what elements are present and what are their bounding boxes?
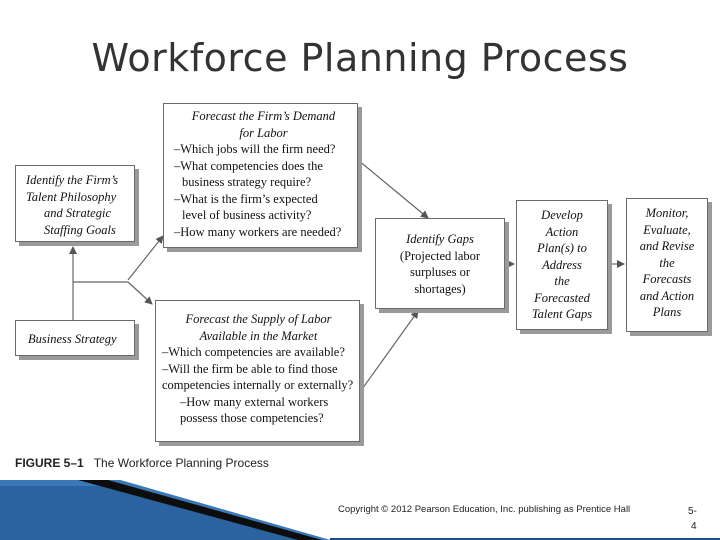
supply-item: possess those competencies? (180, 411, 324, 425)
demand-heading: for Labor (239, 125, 288, 140)
supply-item: –Which competencies are available? (162, 345, 345, 359)
arrow-supply-to-gaps (359, 310, 419, 393)
gaps-item: surpluses or (409, 265, 471, 279)
supply-item: competencies internally or externally? (162, 378, 354, 392)
supply-item: –Will the firm be able to find those (162, 361, 338, 376)
slide-title: Workforce Planning Process (91, 36, 629, 80)
demand-item: –What competencies does the (174, 158, 323, 173)
develop-line: Talent Gaps (531, 307, 593, 321)
identify-gaps-box: Identify Gaps (Projected labor surpluses… (375, 218, 505, 309)
slide-number-top: 5- (688, 506, 697, 517)
demand-item: level of business activity? (182, 208, 312, 222)
demand-item: –What is the firm’s expected (174, 191, 318, 206)
talent-philosophy-box: Identify the Firm’s Talent Philosophy an… (15, 165, 135, 242)
monitor-line: the (659, 255, 675, 270)
figure-caption-text: The Workforce Planning Process (93, 456, 269, 470)
demand-heading: Forecast the Firm’s Demand (191, 109, 336, 123)
business-strategy-box: Business Strategy (15, 320, 135, 356)
demand-forecast-box: Forecast the Firm’s Demand for Labor –Wh… (163, 103, 358, 248)
demand-item: –Which jobs will the firm need? (174, 142, 336, 156)
slide-number-bottom: 4 (691, 521, 697, 532)
figure-number: FIGURE 5–1 (15, 456, 84, 470)
monitor-line: and Action (639, 288, 695, 303)
monitor-evaluate-box: Monitor, Evaluate, and Revise the Foreca… (626, 198, 708, 332)
monitor-line: and Revise (639, 239, 695, 253)
gaps-heading: Identify Gaps (406, 232, 474, 246)
monitor-line: Evaluate, (643, 222, 691, 237)
arrow-demand-to-gaps (357, 159, 429, 219)
gaps-item: (Projected labor (399, 248, 481, 263)
develop-line: Address (542, 257, 582, 272)
figure-caption: FIGURE 5–1 The Workforce Planning Process (15, 456, 269, 470)
supply-forecast-box: Forecast the Supply of Labor Available i… (155, 300, 360, 442)
supply-item: –How many external workers (180, 394, 329, 409)
develop-line: Forecasted (534, 290, 590, 305)
talent-line: and Strategic (44, 206, 112, 220)
footer-decoration (0, 480, 720, 540)
monitor-line: Monitor, (645, 206, 689, 220)
talent-line: Identify the Firm’s (26, 173, 119, 187)
develop-action-plans-box: Develop Action Plan(s) to Address the Fo… (516, 200, 608, 330)
supply-heading: Forecast the Supply of Labor (185, 312, 332, 326)
monitor-line: Plans (652, 305, 682, 319)
demand-item: business strategy require? (182, 175, 312, 189)
strategy-label: Business Strategy (28, 332, 117, 346)
monitor-line: Forecasts (642, 272, 692, 286)
arrow-to-demand (127, 235, 164, 281)
arrow-to-supply (127, 281, 153, 305)
develop-line: Action (545, 224, 579, 239)
slide-number: 5- 4 (688, 504, 708, 534)
talent-line: Talent Philosophy (26, 189, 117, 204)
develop-line: Plan(s) to (537, 241, 587, 255)
talent-line: Staffing Goals (44, 222, 116, 237)
supply-heading: Available in the Market (199, 328, 318, 343)
gaps-item: shortages) (414, 281, 466, 296)
develop-line: Develop (541, 208, 583, 222)
develop-line: the (554, 274, 570, 288)
copyright-notice: Copyright © 2012 Pearson Education, Inc.… (338, 504, 631, 515)
demand-item: –How many workers are needed? (174, 224, 342, 239)
